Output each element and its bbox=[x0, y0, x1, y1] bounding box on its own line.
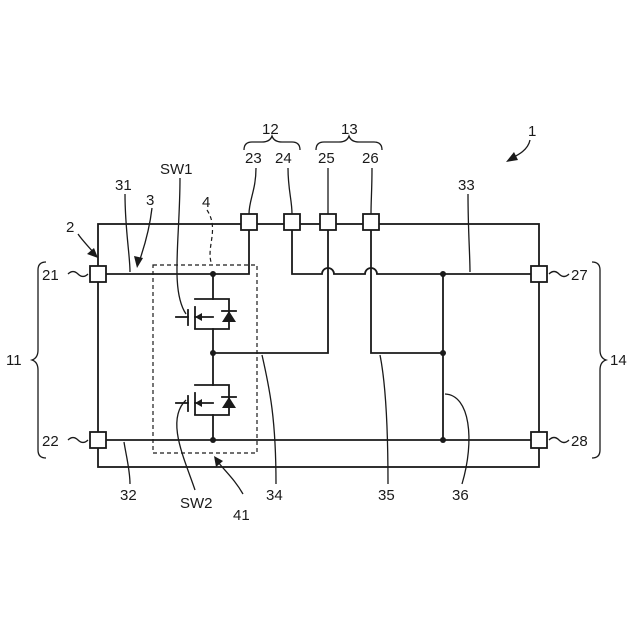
terminal-27 bbox=[531, 266, 547, 282]
junction-dot bbox=[440, 271, 446, 277]
label-sw2: SW2 bbox=[180, 495, 213, 512]
brace-13 bbox=[316, 136, 382, 150]
terminal-25 bbox=[320, 214, 336, 230]
junction-dot bbox=[440, 437, 446, 443]
label-terminal-27: 27 bbox=[571, 267, 588, 284]
junction-dot bbox=[440, 350, 446, 356]
label-terminal-22: 22 bbox=[42, 433, 59, 450]
label-group-11: 11 bbox=[6, 352, 22, 369]
brace-12 bbox=[244, 136, 300, 150]
label-group-13: 13 bbox=[341, 121, 358, 138]
junction-dot bbox=[210, 350, 216, 356]
wire-34 bbox=[213, 224, 328, 353]
label-terminal-25: 25 bbox=[318, 150, 335, 167]
wire-31 bbox=[98, 224, 249, 274]
label-module-41: 41 bbox=[233, 507, 250, 524]
label-module-4: 4 bbox=[202, 194, 210, 211]
leader-lines bbox=[68, 168, 569, 490]
terminal-21 bbox=[90, 266, 106, 282]
junction-dot bbox=[210, 437, 216, 443]
module-4-boundary bbox=[153, 265, 257, 453]
board-outline bbox=[98, 224, 539, 467]
brace-14 bbox=[592, 262, 606, 458]
label-terminal-24: 24 bbox=[275, 150, 292, 167]
label-terminal-23: 23 bbox=[245, 150, 262, 167]
label-terminal-21: 21 bbox=[42, 267, 59, 284]
terminal-22 bbox=[90, 432, 106, 448]
label-wire-36: 36 bbox=[452, 487, 469, 504]
terminal-23 bbox=[241, 214, 257, 230]
label-terminal-26: 26 bbox=[362, 150, 379, 167]
label-terminal-28: 28 bbox=[571, 433, 588, 450]
junction-dot bbox=[210, 271, 216, 277]
sw2-transistor bbox=[176, 385, 236, 415]
label-wire-34: 34 bbox=[266, 487, 283, 504]
label-board-2: 2 bbox=[66, 219, 74, 236]
terminal-28 bbox=[531, 432, 547, 448]
label-group-12: 12 bbox=[262, 121, 279, 138]
terminal-24 bbox=[284, 214, 300, 230]
label-line-3: 3 bbox=[146, 192, 154, 209]
label-device-1: 1 bbox=[528, 123, 536, 140]
sw1-transistor bbox=[176, 299, 236, 329]
wire-35 bbox=[371, 224, 443, 353]
label-wire-32: 32 bbox=[120, 487, 137, 504]
label-wire-33: 33 bbox=[458, 177, 475, 194]
label-wire-31: 31 bbox=[115, 177, 132, 194]
terminal-26 bbox=[363, 214, 379, 230]
brace-11 bbox=[32, 262, 46, 458]
label-group-14: 14 bbox=[610, 352, 627, 369]
wire-33 bbox=[292, 224, 539, 274]
label-wire-35: 35 bbox=[378, 487, 395, 504]
label-sw1: SW1 bbox=[160, 161, 193, 178]
